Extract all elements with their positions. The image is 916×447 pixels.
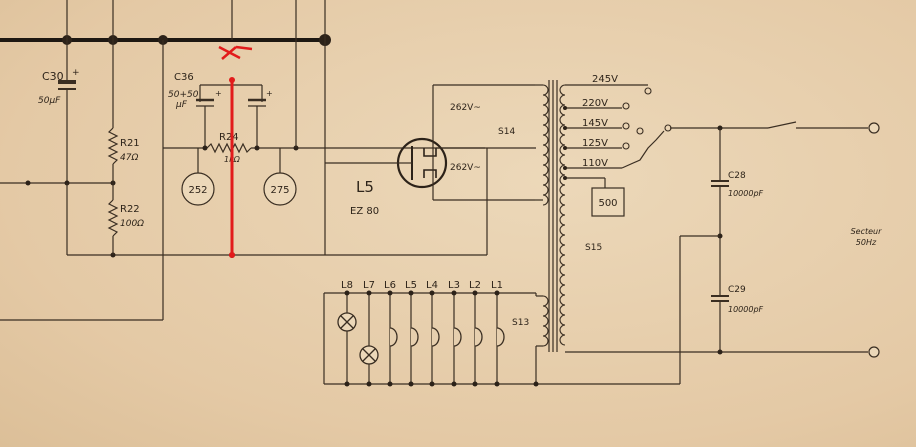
lamp-label: L1 [491,280,503,291]
dial-lamps: L8 L7 L6 L5 L4 L3 L2 L1 [323,280,680,387]
connector-252: 252 [181,148,215,206]
connector-275-label: 275 [270,185,289,196]
lamp-label: L3 [448,280,460,291]
mains-terminal-bottom[interactable] [868,346,880,358]
lamp-l1: L1 [491,280,505,387]
c29-label: C29 [728,285,746,295]
r22-label: R22 [120,204,140,215]
lamp-label: L4 [426,280,438,291]
c28-value: 10000pF [728,189,764,198]
lamp-label: L8 [341,280,353,291]
s14-label: S14 [498,127,515,137]
capacitor-c30: C30 + 50µF [38,40,80,183]
resistor-r21: R21 47Ω [107,40,140,200]
lamp-label: L2 [469,280,481,291]
tap-110v: 110V [582,158,608,169]
component-500-label: 500 [598,198,617,209]
lamp-l8: L8 [337,280,357,387]
power-transformer: S15 S13 [512,80,602,352]
mains-frequency: 50Hz [856,238,877,247]
c36-value: 50+50 [168,90,199,100]
tube-name: L5 [356,178,374,196]
capacitor-c36: C36 50+50 µF + + [168,72,273,148]
lamp-l6: L6 [384,280,398,387]
c28-label: C28 [728,171,746,181]
resistor-r22: R22 100Ω [107,199,144,255]
r22-value: 100Ω [120,219,144,229]
rectifier-tube-l5: L5 EZ 80 [350,137,448,217]
c30-label: C30 [42,70,64,83]
mains-label: Secteur [851,227,883,236]
lamp-label: L5 [405,280,417,291]
c36-unit: µF [175,100,188,110]
c29-value: 10000pF [728,305,764,314]
voltage-selector[interactable]: 245V 220V 145V 125V 110V [563,74,672,188]
c36-plus-right: + [266,89,273,98]
mains-circuit: C28 10000pF C29 10000pF Secteur 50Hz [565,121,883,384]
c36-label: C36 [174,72,194,83]
hv-secondary-wiring: 262V~ 262V~ S14 [432,84,536,255]
tap-145v: 145V [582,118,608,129]
hv-lower-voltage: 262V~ [450,163,481,173]
r21-label: R21 [120,138,140,149]
c36-plus-left: + [215,89,222,98]
c30-polarity: + [72,68,80,78]
r24-label: R24 [219,132,239,143]
s13-label: S13 [512,318,529,328]
tap-220v: 220V [582,98,608,109]
connector-275: 275 [263,148,297,206]
lamp-l5: L5 [405,280,419,387]
hv-upper-voltage: 262V~ [450,103,481,113]
lamp-l2: L2 [469,280,483,387]
tap-125v: 125V [582,138,608,149]
r21-value: 47Ω [120,153,138,163]
lamp-label: L6 [384,280,396,291]
red-annotation [218,45,253,258]
b-plus-bus [0,0,331,46]
lamp-l4: L4 [426,280,440,387]
lamp-l3: L3 [448,280,462,387]
lamp-l7: L7 [359,280,379,387]
tap-245v: 245V [592,74,618,85]
component-500: 500 [591,187,625,217]
tube-type: EZ 80 [350,206,379,217]
connector-252-label: 252 [188,185,207,196]
lamp-label: L7 [363,280,375,291]
c30-value: 50µF [38,96,61,106]
s15-label: S15 [585,243,602,253]
mains-terminal-top[interactable] [868,122,880,134]
